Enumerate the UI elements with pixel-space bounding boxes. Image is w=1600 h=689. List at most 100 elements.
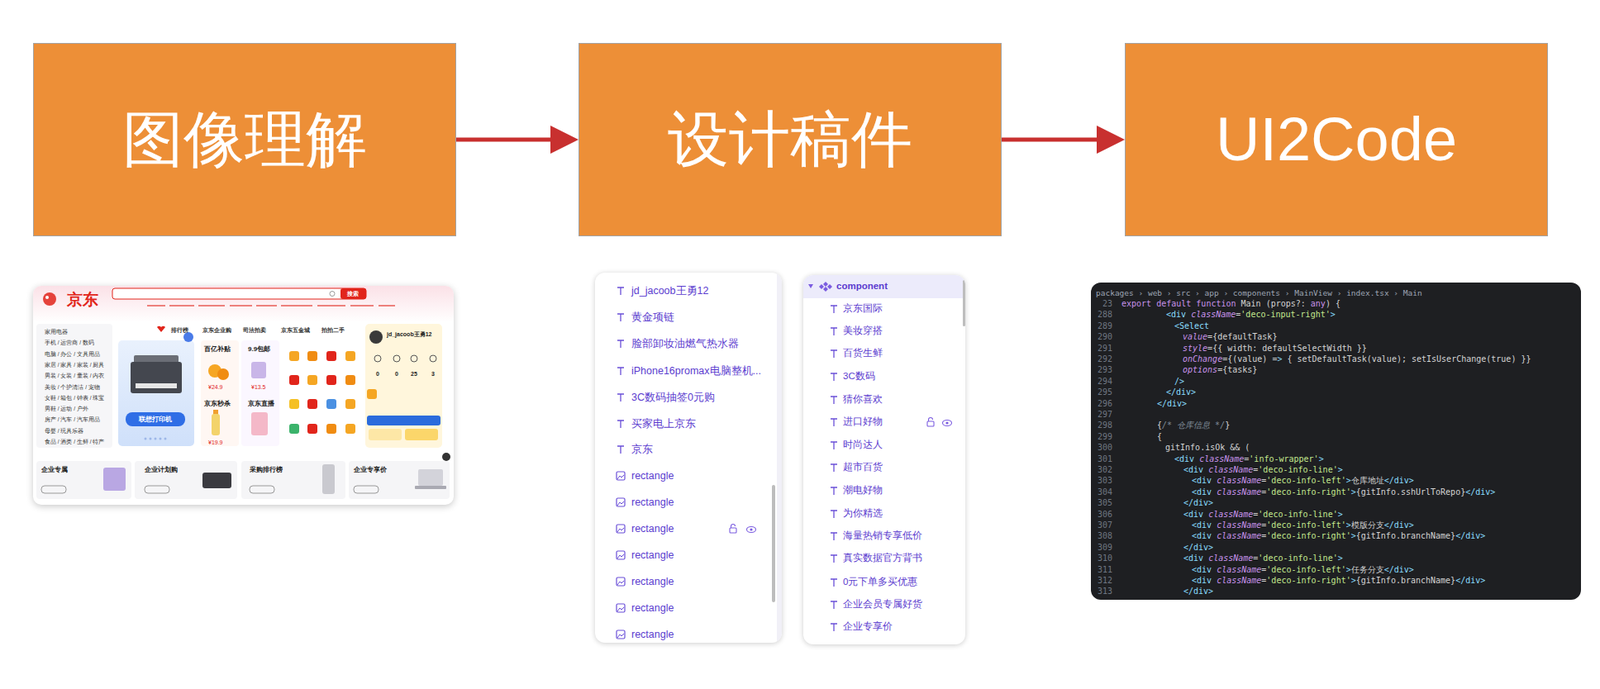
component-panel: component京东国际美妆穿搭百货生鲜3C数码猜你喜欢进口好物时尚达人超市百… xyxy=(803,275,966,645)
illustration-shape xyxy=(42,292,57,306)
group-name: component xyxy=(836,280,888,293)
price: ¥19.9 xyxy=(208,439,224,447)
illustration-shape xyxy=(157,326,166,333)
code-token: <div xyxy=(1166,309,1186,320)
layer-name: rectangle xyxy=(631,576,674,589)
code-editor: packages › web › src › app › components … xyxy=(1090,282,1581,600)
illustration-shape xyxy=(348,461,450,500)
line-number: 292 xyxy=(1097,354,1113,365)
text-layer-icon xyxy=(830,305,838,314)
layer-panel: jd_jacoob王勇12黄金项链脸部卸妆油燃气热水器iPhone16proma… xyxy=(595,272,782,643)
code-token: { xyxy=(1157,432,1162,442)
code-token: = xyxy=(1243,454,1249,464)
code-token: > xyxy=(1190,387,1196,397)
eye-icon xyxy=(942,420,953,427)
code-token: className xyxy=(1199,454,1244,464)
text-layer-icon xyxy=(830,601,838,610)
illustration-shape xyxy=(326,423,337,434)
text-layer-icon xyxy=(830,579,838,587)
line-number: 289 xyxy=(1097,321,1113,332)
illustration-shape xyxy=(819,284,824,290)
code-token: = xyxy=(1261,520,1267,530)
code-token xyxy=(1185,309,1191,320)
layer-name: rectangle xyxy=(631,523,674,536)
code-token: 'deco-info-left' xyxy=(1266,520,1346,530)
illustration-shape xyxy=(345,423,356,434)
code-line: <div className='deco-info-left'>仓库地址</di… xyxy=(1191,476,1415,486)
code-token: className xyxy=(1216,531,1262,541)
text-layer-icon xyxy=(830,442,838,450)
code-token: <div xyxy=(1174,454,1195,464)
code-token: <div xyxy=(1191,565,1212,575)
code-token: Main (props?: xyxy=(1236,299,1311,309)
panel-art xyxy=(803,275,966,645)
card-title: 京东秒杀 xyxy=(204,400,231,409)
text-layer-icon xyxy=(830,487,838,496)
illustration-shape xyxy=(256,304,277,307)
stage-label: UI2Code xyxy=(1215,105,1458,173)
illustration-shape xyxy=(803,275,966,299)
illustration-shape xyxy=(103,467,126,491)
illustration-shape xyxy=(374,355,381,362)
line-number: 309 xyxy=(1097,542,1113,553)
text-layer-icon xyxy=(617,314,624,322)
code-token xyxy=(1211,476,1217,486)
illustration-shape xyxy=(125,412,186,427)
illustration-shape xyxy=(289,399,300,410)
illustration-shape xyxy=(211,414,220,436)
code-token: <Select xyxy=(1174,321,1210,331)
code-token: <div xyxy=(1183,509,1204,520)
section-title: 企业专享价 xyxy=(353,466,387,475)
code-token: > xyxy=(1208,542,1214,553)
menu-item: 食品 / 酒类 / 生鲜 / 特产 xyxy=(44,438,105,446)
code-token xyxy=(1211,565,1217,575)
code-token: export xyxy=(1121,299,1152,309)
illustration-shape xyxy=(36,461,132,500)
text-layer-icon xyxy=(830,464,838,472)
image-layer-icon xyxy=(617,633,624,639)
illustration-shape xyxy=(345,375,356,386)
illustration-shape xyxy=(429,355,437,362)
code-token: 'info-wrapper' xyxy=(1248,454,1319,464)
code-token: ) { xyxy=(1325,299,1341,309)
code-token xyxy=(1190,299,1196,309)
illustration-shape xyxy=(217,368,229,381)
code-line: <div className='deco-info-line'> xyxy=(1183,465,1343,476)
code-token: <div xyxy=(1183,553,1204,563)
illustration-shape xyxy=(345,399,356,410)
illustration-shape xyxy=(135,383,177,389)
image-layer-icon xyxy=(617,607,624,612)
line-number: 312 xyxy=(1097,576,1113,586)
price: ¥24.9 xyxy=(208,384,224,391)
text-layer-icon xyxy=(617,420,624,429)
line-number: 303 xyxy=(1097,476,1113,486)
code-token: 'deco-info-left' xyxy=(1266,565,1346,575)
text-layer-icon xyxy=(617,287,624,296)
illustration-shape xyxy=(827,284,833,290)
code-token: </div xyxy=(1157,399,1182,409)
code-token: </div xyxy=(1183,586,1209,596)
code-token: > xyxy=(1351,576,1357,586)
illustration-shape xyxy=(229,304,253,307)
illustration-shape xyxy=(340,288,367,300)
illustration-shape xyxy=(147,304,396,307)
code-token xyxy=(1151,299,1157,309)
illustration-shape xyxy=(183,332,194,343)
code-token: /> xyxy=(1174,376,1185,386)
illustration-shape xyxy=(823,286,829,292)
illustration-shape xyxy=(241,340,280,447)
code-token: > xyxy=(1319,454,1324,464)
illustration-shape xyxy=(404,428,439,441)
illustration-shape xyxy=(307,351,318,362)
code-token: </div xyxy=(1455,531,1481,541)
nav-item: 司法拍卖 xyxy=(242,327,267,334)
layer-name: 潮电好物 xyxy=(842,485,883,497)
illustration-shape xyxy=(112,288,367,300)
code-line: <div className='deco-input-right'> xyxy=(1166,309,1336,320)
code-token: default xyxy=(1156,299,1191,309)
code-token xyxy=(1211,576,1217,586)
card-title: 京东直播 xyxy=(247,400,275,409)
layer-name: 0元下单多买优惠 xyxy=(842,576,918,589)
webpage-screenshot: 京东搜索家用电器手机 / 运营商 / 数码电脑 / 办公 / 文具用品家居 / … xyxy=(33,285,454,505)
